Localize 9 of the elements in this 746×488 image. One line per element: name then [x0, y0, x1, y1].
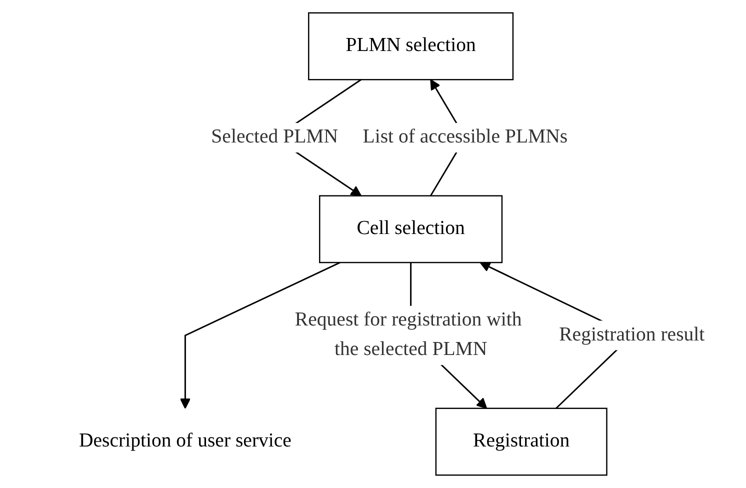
- edge-label: Request for registration with the selected PLMN: [294, 309, 522, 360]
- arrow: [180, 262, 340, 409]
- node-box: Cell selection: [318, 195, 502, 264]
- node-box: Registration: [435, 408, 608, 476]
- node-box: PLMN selection: [308, 12, 514, 80]
- edge-label: List of accessible PLMNs: [362, 126, 568, 148]
- edge-label: Registration result: [558, 324, 704, 346]
- node-text: Description of user service: [78, 430, 292, 452]
- edge-label: Selected PLMN: [210, 126, 338, 148]
